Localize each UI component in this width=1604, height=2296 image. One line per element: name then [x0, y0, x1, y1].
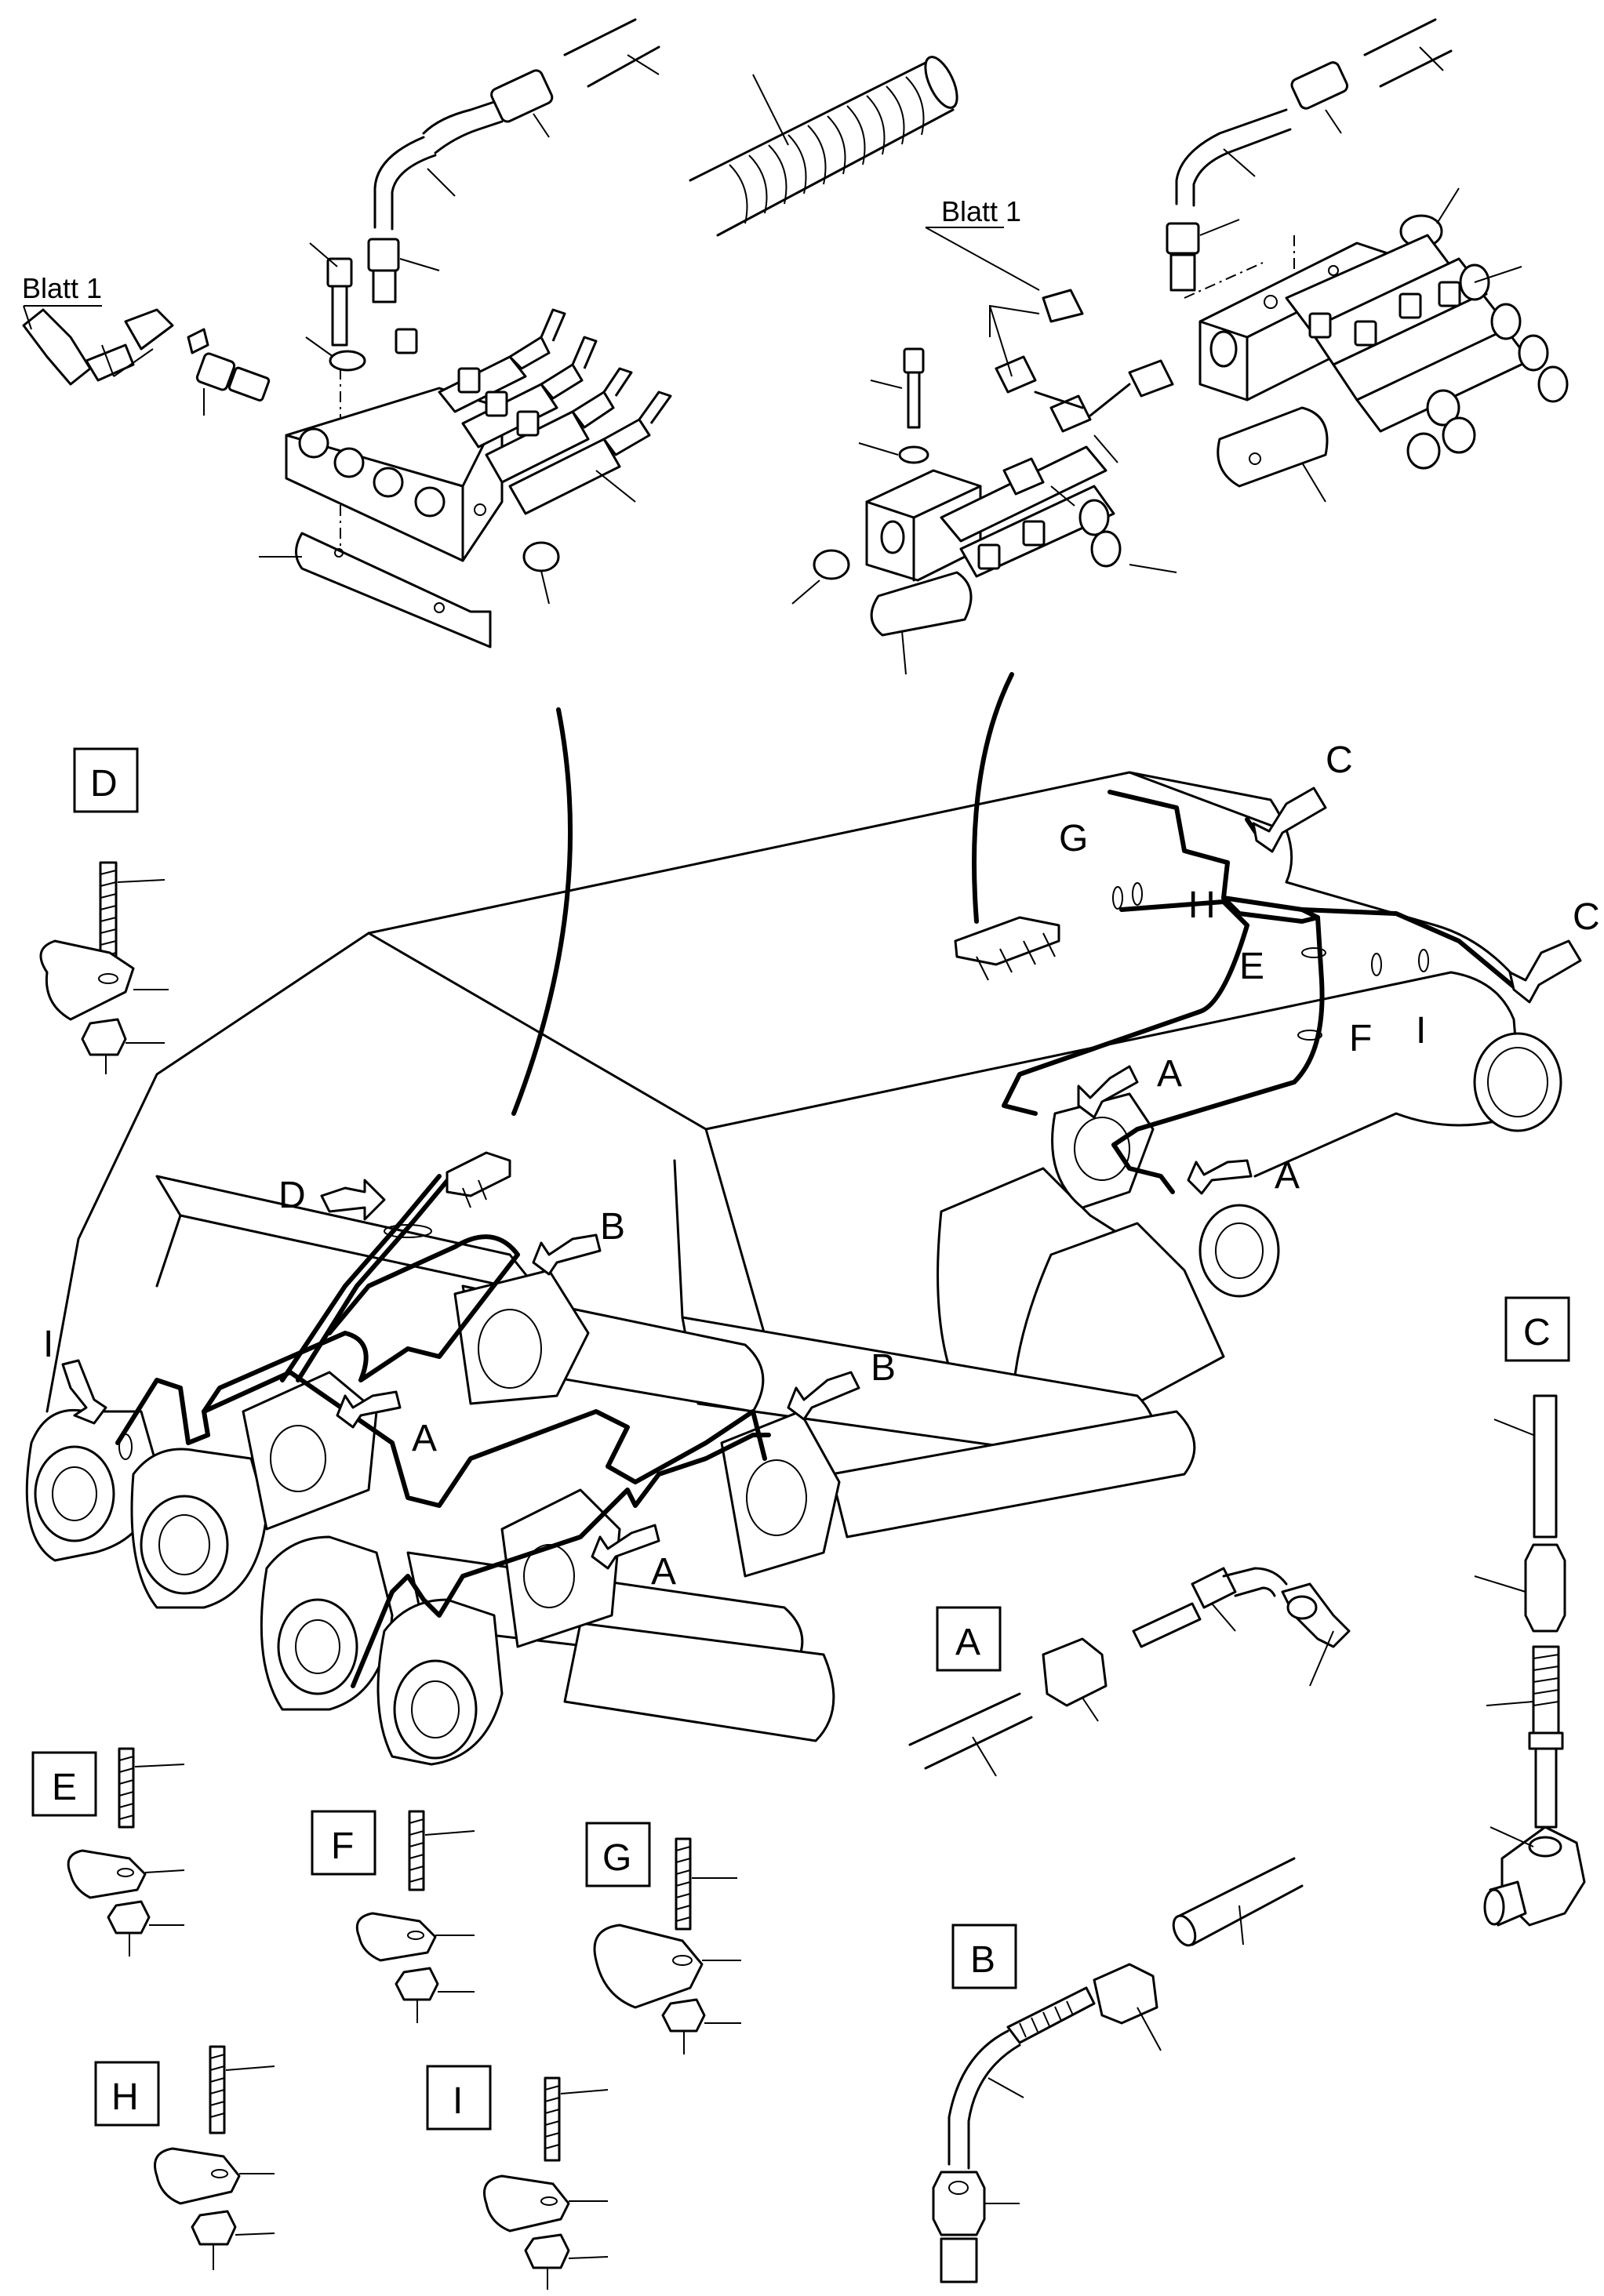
boom-distributor-right — [954, 916, 1060, 981]
detail-box-b — [951, 1924, 1017, 1989]
detail-label-a: A — [955, 1622, 980, 1663]
callout-a-1: A — [1157, 1053, 1182, 1095]
callout-arrows — [61, 787, 1582, 1570]
detail-f: F — [311, 1810, 475, 2023]
detail-box-f — [311, 1810, 376, 1876]
detail-i: I — [426, 2065, 609, 2290]
detail-box-a — [936, 1606, 1002, 1672]
detail-label-i: I — [453, 2080, 463, 2122]
callout-d: D — [278, 1175, 306, 1216]
callout-a-2: A — [1275, 1155, 1300, 1197]
detail-g: G — [585, 1822, 741, 2054]
callout-h: H — [1188, 885, 1216, 926]
detail-c: C — [1474, 1296, 1586, 1927]
right-distributor-detail: Blatt 1 — [791, 18, 1569, 675]
boom-distributor-left — [446, 1151, 511, 1208]
boom-clamp-d — [384, 1224, 432, 1238]
detail-label-g: G — [602, 1837, 631, 1879]
detail-label-h: H — [111, 2076, 139, 2118]
leader-arc-left — [511, 707, 573, 1116]
detail-b: B — [932, 1857, 1304, 2283]
detail-box-d — [73, 747, 139, 813]
detail-label-c: C — [1523, 1312, 1551, 1353]
callout-c-1: C — [1326, 739, 1353, 781]
detail-a: A — [908, 1567, 1351, 1777]
detail-d: D — [39, 747, 169, 1074]
sheet-ref-left: Blatt 1 — [22, 272, 102, 304]
callout-a-4: A — [651, 1551, 676, 1593]
sheet-ref-right: Blatt 1 — [941, 195, 1021, 227]
detail-box-i — [426, 2065, 492, 2131]
detail-box-e — [31, 1751, 97, 1817]
detail-label-b: B — [970, 1939, 995, 1981]
detail-h: H — [94, 2045, 275, 2270]
detail-box-h — [94, 2061, 160, 2127]
detail-box-c — [1504, 1296, 1570, 1362]
callout-i-left: I — [43, 1324, 53, 1365]
callout-b-2: B — [600, 1206, 625, 1248]
detail-label-f: F — [331, 1826, 354, 1867]
grease-lines — [115, 790, 1532, 1688]
detail-box-g — [585, 1822, 651, 1887]
left-distributor-detail: Blatt 1 — [22, 18, 672, 648]
callout-e: E — [1239, 946, 1264, 987]
detail-label-e: E — [52, 1767, 77, 1808]
detail-label-d: D — [90, 763, 118, 805]
callout-a-3: A — [412, 1418, 437, 1459]
callout-b-1: B — [871, 1347, 896, 1389]
detail-e: E — [31, 1747, 185, 1956]
callout-c-2: C — [1573, 896, 1600, 938]
leader-arc-right — [972, 672, 1014, 924]
callout-g: G — [1059, 818, 1088, 859]
spring-guard-detail — [689, 56, 958, 237]
callout-f: F — [1349, 1018, 1372, 1059]
callout-i-top: I — [1416, 1010, 1426, 1052]
